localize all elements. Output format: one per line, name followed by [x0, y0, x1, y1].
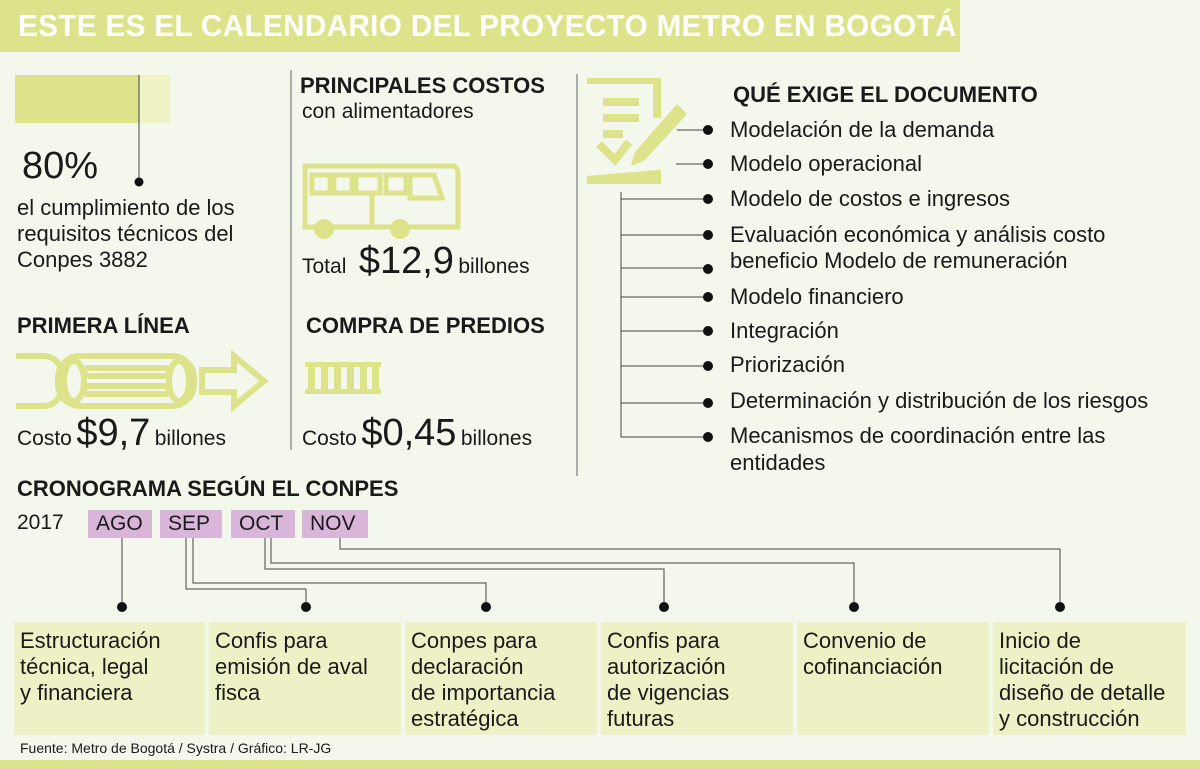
milestone-line: fisca: [215, 680, 261, 705]
milestone-line: Confis para: [607, 628, 720, 653]
progress-bar: [15, 75, 170, 123]
total-label: Total: [302, 255, 347, 278]
milestone-line: técnica, legal: [20, 654, 149, 679]
requirement-item: Modelo de costos e ingresos: [730, 186, 1011, 211]
requirement-item: entidades: [730, 450, 826, 475]
description-line: el cumplimiento de los: [17, 195, 235, 220]
requirement-item: beneficio Modelo de remuneración: [730, 248, 1068, 273]
requirement-item: Modelo operacional: [730, 151, 923, 176]
principales-costos-total: Total $12,9 billones: [302, 240, 530, 283]
milestone-line: de importancia: [411, 680, 556, 705]
bus-icon: [302, 163, 461, 239]
requirement-item: Integración: [730, 318, 839, 343]
milestone-line: y construcción: [999, 706, 1140, 731]
milestone-line: Estructuración: [20, 628, 161, 653]
page-title: ESTE ES EL CALENDARIO DEL PROYECTO METRO…: [18, 8, 957, 43]
requirement-item: Modelación de la demanda: [730, 117, 995, 142]
requirement-item: Priorización: [730, 352, 845, 377]
cronograma-heading: CRONOGRAMA SEGÚN EL CONPES: [17, 476, 399, 501]
milestone-line: Conpes para: [411, 628, 537, 653]
land-icon: [305, 362, 381, 394]
principales-costos-subheading: con alimentadores: [302, 100, 474, 123]
requirement-item: Evaluación económica y análisis costo: [730, 222, 1106, 247]
milestone-line: licitación de: [999, 654, 1114, 679]
milestone-line: autorización: [607, 654, 726, 679]
cost-amount: $9,7: [76, 412, 151, 454]
cost-label: Costo: [302, 427, 357, 450]
milestone-line: Confis para: [215, 628, 328, 653]
documento-heading: QUÉ EXIGE EL DOCUMENTO: [733, 82, 1038, 107]
total-amount: $12,9: [358, 240, 454, 282]
milestone-line: futuras: [607, 706, 675, 731]
source-note: Fuente: Metro de Bogotá / Systra / Gráfi…: [20, 740, 332, 756]
description-line: requisitos técnicos del: [17, 221, 234, 246]
compra-predios-heading: COMPRA DE PREDIOS: [306, 313, 545, 338]
milestone-line: cofinanciación: [803, 654, 943, 679]
requirement-item: Mecanismos de coordinación entre las: [730, 423, 1106, 448]
requirement-item: Determinación y distribución de los ries…: [730, 388, 1149, 413]
milestone-line: Convenio de: [803, 628, 927, 653]
title-band: [0, 0, 960, 52]
total-unit: billones: [458, 255, 530, 278]
train-icon: [16, 350, 269, 412]
primera-linea-heading: PRIMERA LÍNEA: [17, 313, 190, 338]
month-oct: OCT: [231, 510, 295, 538]
description-line: Conpes 3882: [17, 247, 148, 272]
milestone-line: de vigencias: [607, 680, 730, 705]
milestone-line: emisión de aval: [215, 654, 368, 679]
milestone-line: estratégica: [411, 706, 519, 731]
month-ago: AGO: [88, 510, 152, 538]
cost-unit: billones: [460, 427, 533, 450]
progress-fill: [15, 75, 139, 123]
document-check-icon: [586, 78, 687, 184]
milestone-line: y financiera: [20, 680, 133, 705]
month-sep: SEP: [160, 510, 222, 538]
year-label: 2017: [17, 511, 64, 534]
compra-predios-cost: Costo $0,45 billones: [302, 412, 532, 455]
cost-amount: $0,45: [361, 412, 457, 454]
footer-band: [0, 760, 1200, 769]
progress-description: el cumplimiento de los requisitos técnic…: [17, 195, 235, 273]
milestone-line: diseño de detalle: [999, 680, 1166, 705]
cost-unit: billones: [154, 427, 226, 450]
primera-linea-cost: Costo $9,7 billones: [17, 412, 226, 455]
milestone-line: declaración: [411, 654, 524, 679]
month-nov: NOV: [302, 510, 368, 538]
principales-costos-heading: PRINCIPALES COSTOS: [300, 73, 545, 98]
milestone-line: Inicio de: [999, 628, 1081, 653]
requirement-item: Modelo financiero: [730, 284, 904, 309]
progress-percent: 80%: [22, 145, 99, 187]
cost-label: Costo: [17, 427, 72, 450]
